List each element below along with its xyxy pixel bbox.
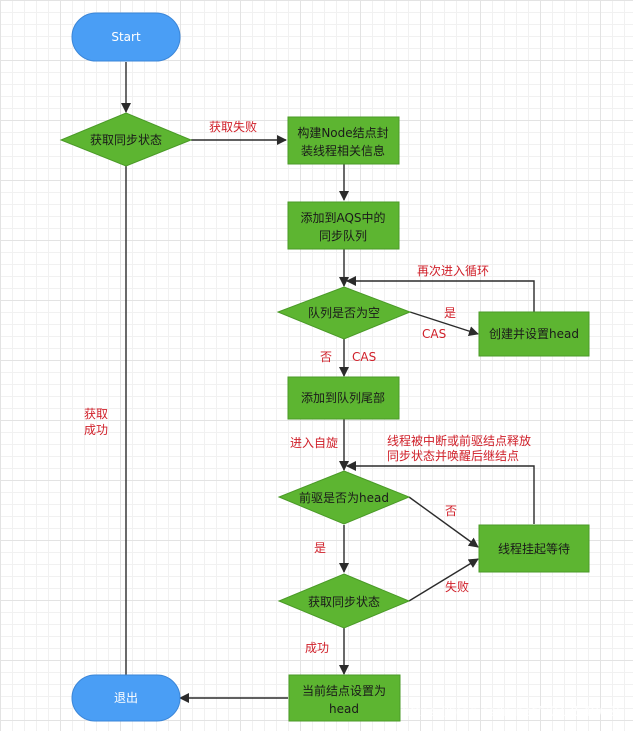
exit-label: 退出 xyxy=(114,691,138,705)
queue-empty-label: 队列是否为空 xyxy=(308,305,380,320)
create-head-process xyxy=(478,311,590,357)
add-aqs-label-line1: 添加到AQS中的 xyxy=(300,210,385,225)
edge-labels: 获取失败 再次进入循环 是 CAS 否 CAS 进入自旋 线程被中断或前驱结点释… xyxy=(84,119,531,655)
start-label: Start xyxy=(111,30,141,44)
get-sync-state-label: 获取同步状态 xyxy=(90,133,162,147)
edge-create-head-loop-back xyxy=(346,276,535,312)
label-cas-down: CAS xyxy=(352,350,376,364)
set-head-label-line1: 当前结点设置为 xyxy=(302,683,386,698)
thread-wait-label: 线程挂起等待 xyxy=(498,541,570,556)
get-sync-state-2-decision xyxy=(277,573,411,629)
build-node-label-line2: 装线程相关信息 xyxy=(301,143,385,158)
edge-get-state-2-to-wait xyxy=(408,558,479,602)
edges xyxy=(121,62,535,703)
thread-wait-process xyxy=(478,524,590,573)
edge-wait-loop-back xyxy=(346,461,535,524)
label-no-queue: 否 xyxy=(320,350,332,364)
label-interrupt-line1: 线程被中断或前驱结点释放 xyxy=(387,433,531,448)
label-yes-queue: 是 xyxy=(444,306,456,320)
label-success-left-1: 获取 xyxy=(84,407,108,421)
nodes: Start 获取同步状态 构建Node结点封 装线程相关信息 添加到AQS中的 … xyxy=(59,12,590,722)
watermark-text: https://blog.csdn.net/u012549626 xyxy=(402,705,624,720)
label-fail-2: 失败 xyxy=(445,579,469,594)
exit-terminal xyxy=(71,674,181,722)
add-aqs-process xyxy=(287,201,400,250)
label-interrupt-line2: 同步状态并唤醒后继结点 xyxy=(387,449,519,463)
add-aqs-label-line2: 同步队列 xyxy=(319,228,367,243)
start-terminal xyxy=(71,12,181,62)
set-head-label-line2: head xyxy=(329,702,359,716)
label-enter-spin: 进入自旋 xyxy=(290,436,338,450)
prev-is-head-decision xyxy=(277,470,411,525)
label-yes-prev: 是 xyxy=(314,541,326,555)
set-head-process xyxy=(288,674,401,722)
create-head-label: 创建并设置head xyxy=(489,327,579,341)
edge-prev-head-to-wait xyxy=(408,496,479,548)
edge-queue-empty-to-create-head xyxy=(409,311,479,336)
prev-is-head-label: 前驱是否为head xyxy=(299,490,389,505)
label-no-prev: 否 xyxy=(445,504,457,518)
add-tail-process xyxy=(287,376,400,420)
label-success-bottom: 成功 xyxy=(305,641,329,655)
build-node-label-line1: 构建Node结点封 xyxy=(297,125,388,140)
get-sync-state-2-label: 获取同步状态 xyxy=(308,595,380,609)
get-sync-state-decision xyxy=(59,112,193,167)
build-node-process xyxy=(287,116,400,165)
add-tail-label: 添加到队列尾部 xyxy=(301,390,385,405)
label-cas-right: CAS xyxy=(422,327,446,341)
label-reenter-loop: 再次进入循环 xyxy=(417,264,489,278)
queue-empty-decision xyxy=(276,286,412,340)
label-fail: 获取失败 xyxy=(209,119,257,134)
label-success-left-2: 成功 xyxy=(84,423,108,437)
